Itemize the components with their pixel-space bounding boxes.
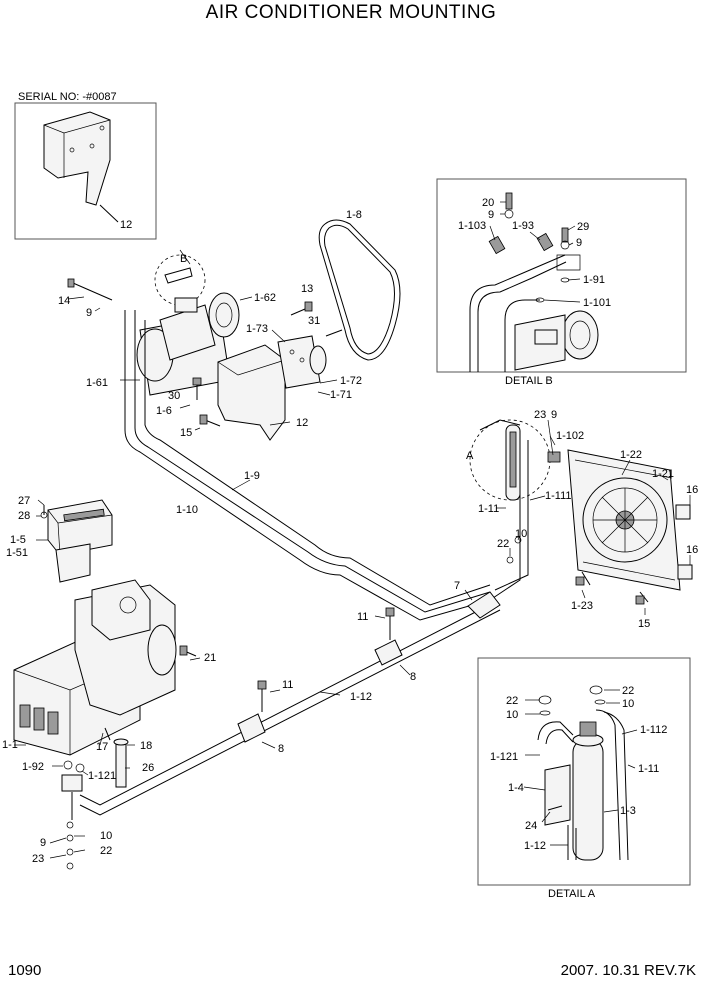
callout-22a: 22	[497, 538, 509, 550]
detail-b-label-2: 9	[488, 209, 494, 221]
callout-28: 28	[18, 510, 30, 522]
callout-26: 26	[142, 762, 154, 774]
callout-10a: 10	[515, 528, 527, 540]
callout-10b: 10	[100, 830, 112, 842]
callout-1-21: 1-21	[652, 468, 674, 480]
callout-1-73: 1-73	[246, 323, 268, 335]
detail-a-label-1: 22	[506, 695, 518, 707]
callout-1-92: 1-92	[22, 761, 44, 773]
callout-7: 7	[454, 580, 460, 592]
callout-1-6: 1-6	[156, 405, 172, 417]
detail-a-caption: DETAIL A	[548, 888, 596, 900]
callout-labels: 1-8 B 1-62 14 9 13 31 1-73 1-61 1-72 1-7…	[2, 209, 698, 865]
detail-b-label-3: 1-103	[458, 220, 486, 232]
callout-12: 12	[296, 417, 308, 429]
callout-1-22: 1-22	[620, 449, 642, 461]
callout-1-10: 1-10	[176, 504, 198, 516]
detail-a-label-10: 24	[525, 820, 537, 832]
hose-runs	[79, 310, 529, 816]
detail-b-caption: DETAIL B	[505, 375, 553, 387]
callout-1-1: 1-1	[2, 739, 18, 751]
callout-9a: 9	[86, 307, 92, 319]
callout-1-102: 1-102	[556, 430, 584, 442]
detail-a-label-8: 1-4	[508, 782, 524, 794]
detail-a-label-5: 1-112	[640, 724, 667, 736]
detail-a-label-2: 10	[506, 709, 518, 721]
callout-1-23: 1-23	[571, 600, 593, 612]
callout-8b: 8	[278, 743, 284, 755]
detail-b-label-7: 1-91	[583, 274, 605, 286]
detail-b-label-5: 29	[577, 221, 589, 233]
callout-22b: 22	[100, 845, 112, 857]
detail-a: DETAIL A 22 10 22 10 1-112 1-121 1-11 1-…	[477, 657, 691, 900]
serial-inset: SERIAL NO: -#0087 12	[14, 91, 157, 240]
evaporator-unit	[13, 579, 201, 870]
callout-1-11: 1-11	[478, 503, 499, 515]
callout-15b: 15	[638, 618, 650, 630]
callout-11a: 11	[357, 611, 368, 623]
detail-b-label-4: 1-93	[512, 220, 534, 232]
callout-8a: 8	[410, 671, 416, 683]
callout-1-5: 1-5	[10, 534, 26, 546]
detail-b-label-6: 9	[576, 237, 582, 249]
detail-a-label-3: 22	[622, 685, 634, 697]
callout-a: A	[466, 450, 474, 462]
callout-9c: 9	[40, 837, 46, 849]
detail-a-label-4: 10	[622, 698, 634, 710]
callout-17: 17	[96, 741, 108, 753]
callout-23b: 23	[32, 853, 44, 865]
detail-b-label-1: 20	[482, 197, 494, 209]
control-panel	[36, 499, 113, 583]
callout-16b: 16	[686, 544, 698, 556]
callout-1-71: 1-71	[330, 389, 352, 401]
callout-13: 13	[301, 283, 313, 295]
callout-15a: 15	[180, 427, 192, 439]
callout-21: 21	[204, 652, 216, 664]
callout-23a: 23	[534, 409, 546, 421]
callout-30: 30	[168, 390, 180, 402]
callout-9b: 9	[551, 409, 557, 421]
condenser-group	[469, 419, 693, 615]
callout-1-111: 1-111	[545, 490, 572, 502]
callout-b: B	[180, 253, 187, 265]
serial-part-label: 12	[120, 219, 132, 231]
detail-a-label-9: 1-3	[620, 805, 636, 817]
compressor-group	[67, 249, 343, 441]
page-number: 1090	[8, 962, 42, 979]
revision-date: 2007. 10.31 REV.7K	[560, 962, 696, 979]
callout-11b: 11	[282, 679, 293, 691]
callout-1-8: 1-8	[346, 209, 362, 221]
detail-a-label-6: 1-121	[490, 751, 518, 763]
callout-27: 27	[18, 495, 30, 507]
detail-b-label-8: 1-101	[583, 297, 611, 309]
callout-1-62: 1-62	[254, 292, 276, 304]
callout-1-121: 1-121	[88, 770, 116, 782]
callout-1-9: 1-9	[244, 470, 260, 482]
belt	[318, 219, 401, 361]
callout-18: 18	[140, 740, 152, 752]
detail-b: DETAIL B 20 9 1-103 1-93 29 9 1-91 1-101	[436, 178, 687, 387]
detail-a-label-7: 1-11	[638, 763, 659, 775]
callout-1-61: 1-61	[86, 377, 108, 389]
callout-1-72: 1-72	[340, 375, 362, 387]
page-title: AIR CONDITIONER MOUNTING	[205, 2, 497, 23]
callout-14: 14	[58, 295, 70, 307]
detail-a-label-11: 1-12	[524, 840, 546, 852]
callout-31: 31	[308, 315, 320, 327]
callout-1-12: 1-12	[350, 691, 372, 703]
callout-16a: 16	[686, 484, 698, 496]
serial-label: SERIAL NO: -#0087	[18, 91, 117, 103]
callout-1-51: 1-51	[6, 547, 28, 559]
